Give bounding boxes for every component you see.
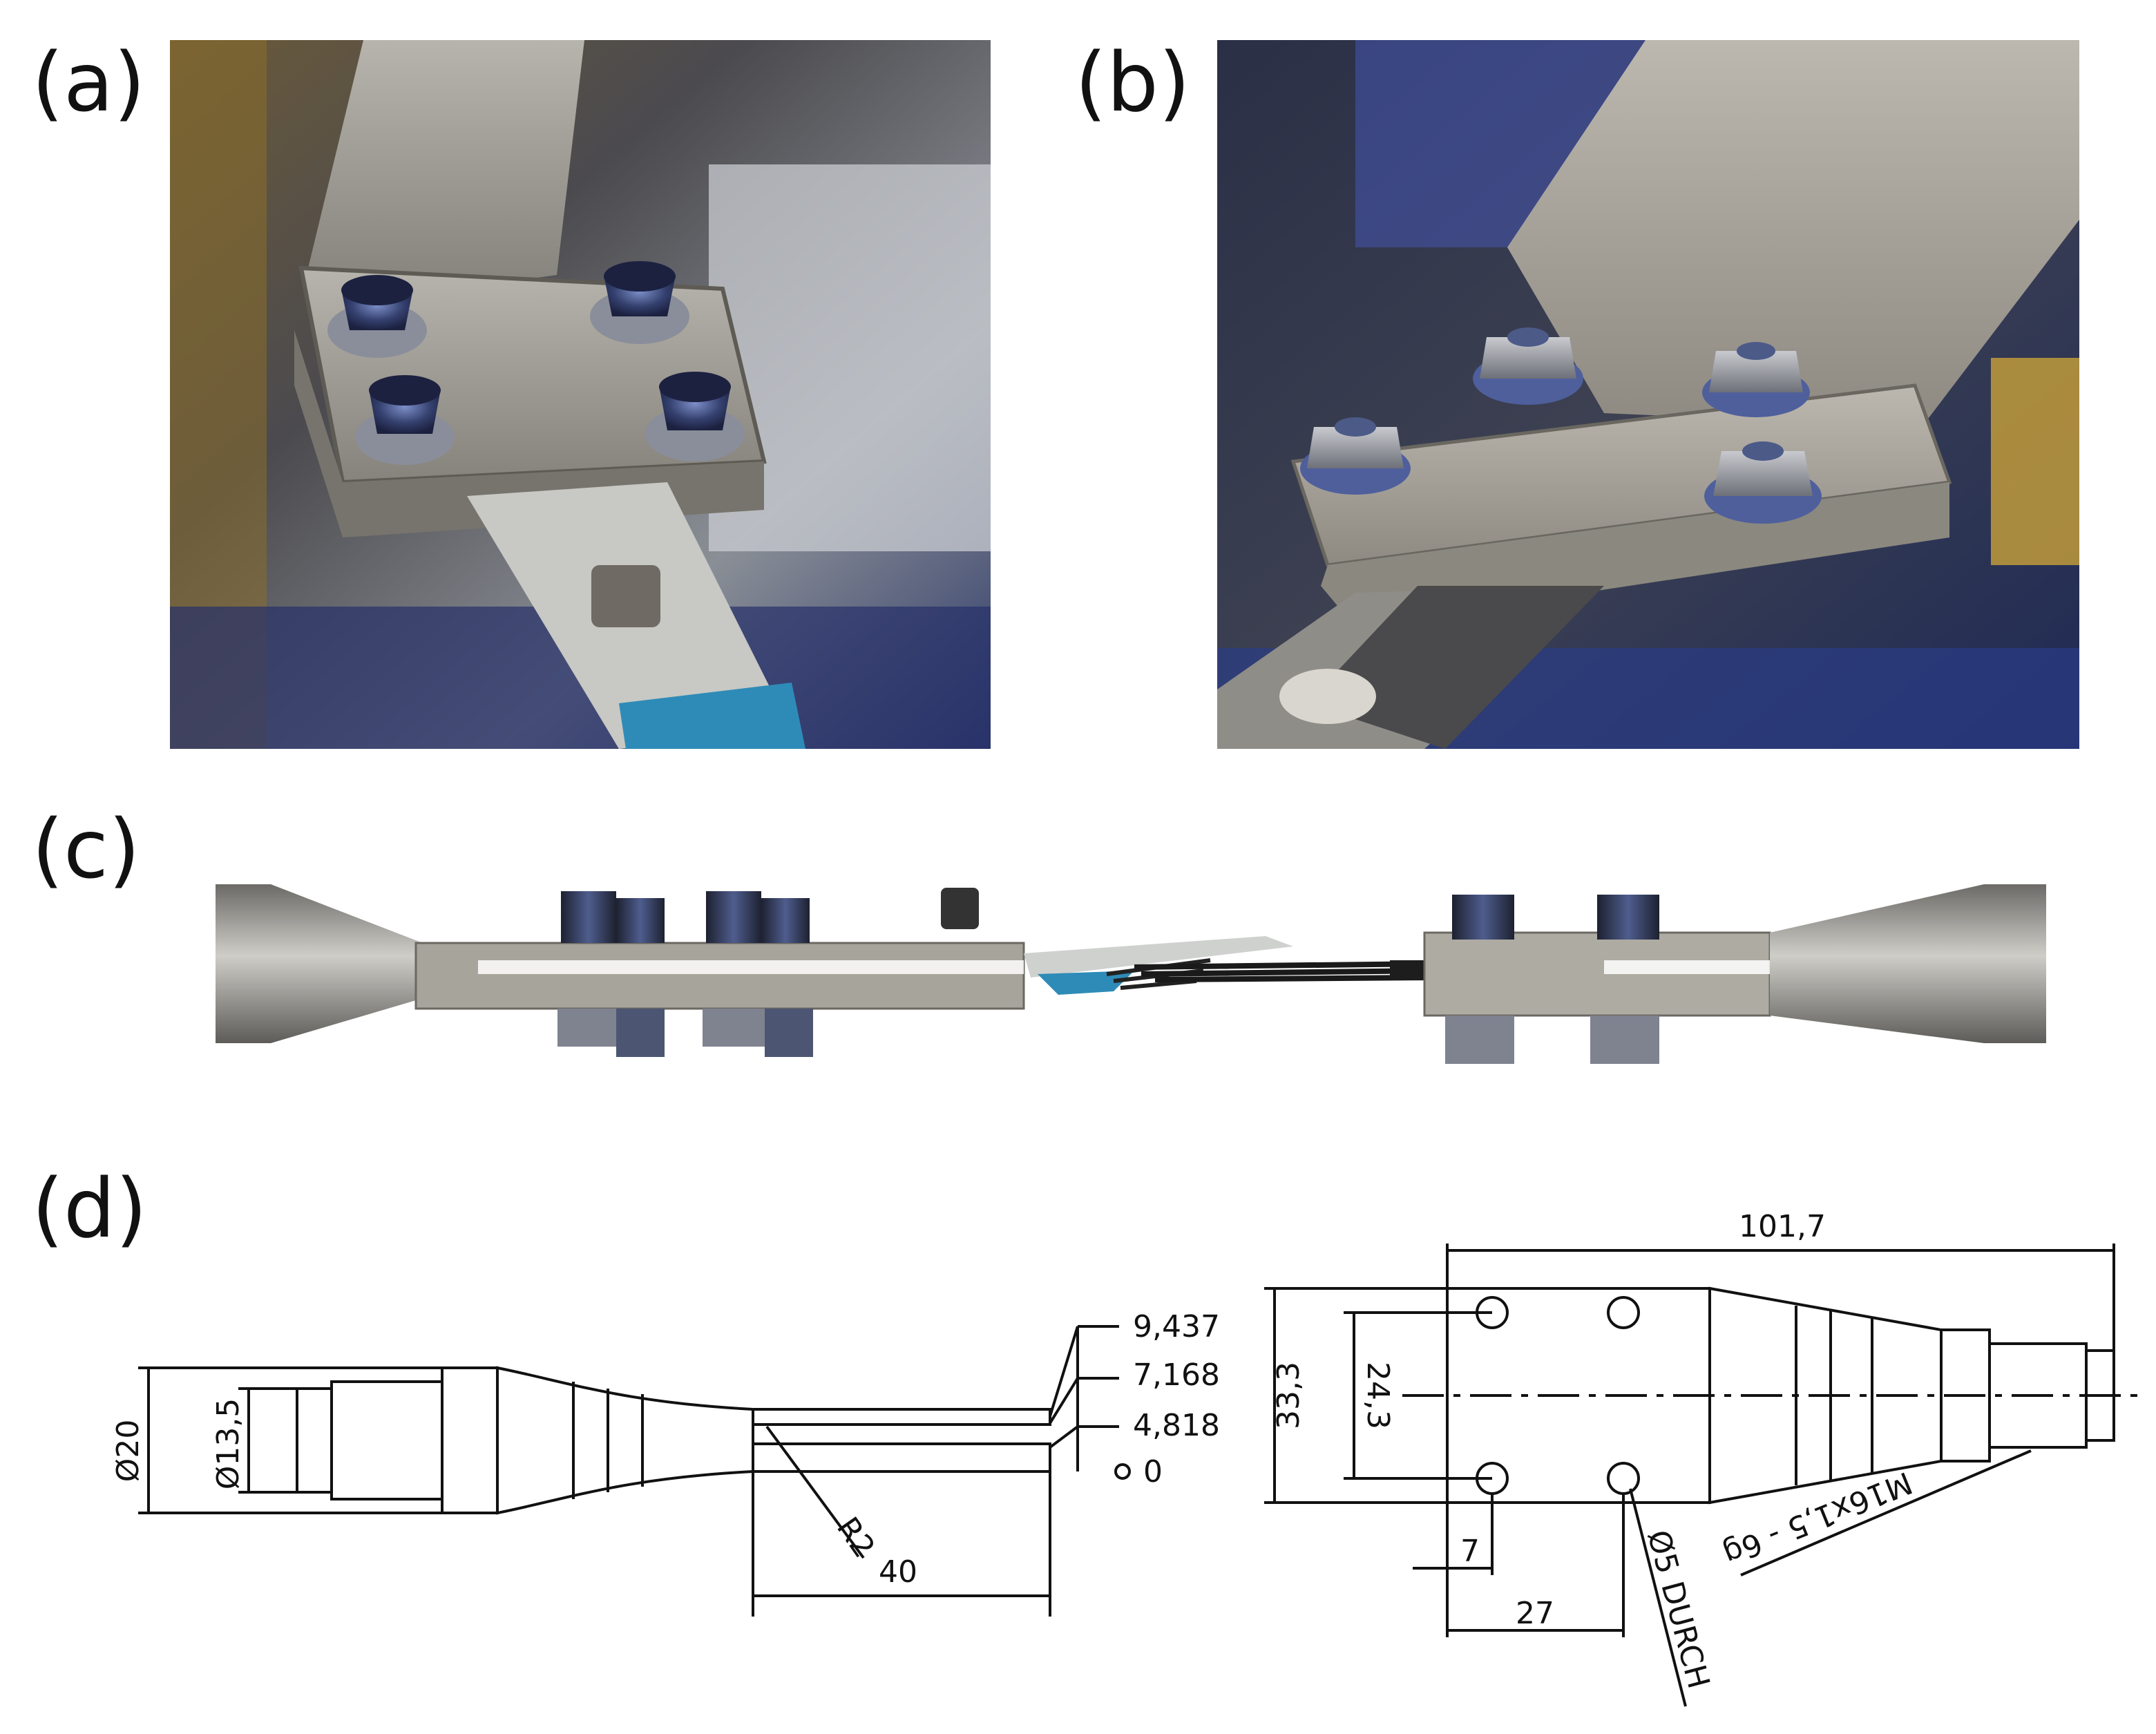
dim-hole-callout: Ø5 DURCH	[1640, 1527, 1716, 1693]
photo-a-bolted-grip	[170, 40, 991, 749]
photo-b-bolted-grip-nuts	[1217, 40, 2079, 749]
dim-height: 33,3	[1271, 1362, 1306, 1429]
dim-hole-spacing: 24,3	[1360, 1362, 1395, 1429]
dim-dia-outer: Ø20	[111, 1420, 146, 1483]
panel-label-a: (a)	[32, 35, 146, 130]
technical-drawing-d: Ø20 Ø13,5 R2 40 9,437 7,168 4,818 0 101,…	[0, 1174, 2156, 1727]
panel-label-d: (d)	[32, 1161, 147, 1256]
panel-label-b: (b)	[1075, 35, 1190, 130]
dim-length: 40	[879, 1554, 917, 1590]
dim-offset-large: 27	[1516, 1596, 1554, 1631]
dim-h0: 0	[1143, 1454, 1163, 1489]
dim-h2: 7,168	[1133, 1357, 1220, 1393]
dim-overall-length: 101,7	[1739, 1209, 1826, 1244]
dim-offset-small: 7	[1460, 1534, 1480, 1569]
panel-label-c: (c)	[32, 801, 140, 897]
side-view-drawing	[138, 1325, 1131, 1617]
dim-dia-inner: Ø13,5	[211, 1398, 246, 1490]
dim-h3: 4,818	[1133, 1408, 1220, 1443]
dim-thread-callout: M16x1,5 - 6g	[1718, 1465, 1917, 1572]
photo-c-fractured-specimen	[216, 877, 2046, 1078]
dim-h1: 9,437	[1133, 1309, 1220, 1344]
top-view-drawing	[1264, 1244, 2141, 1707]
dim-radius: R2	[830, 1511, 881, 1564]
